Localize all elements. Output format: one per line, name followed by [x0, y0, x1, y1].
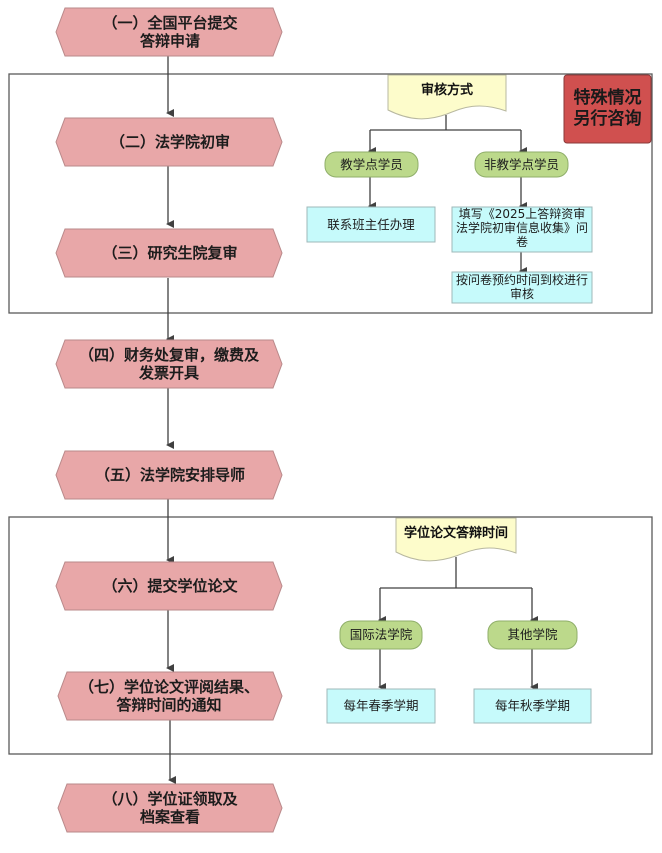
- action-left-label: 联系班主任办理: [327, 216, 415, 232]
- step3-label: （三）研究生院复审: [102, 243, 238, 262]
- defense-title: 学位论文答辩时间: [403, 526, 508, 542]
- defense-left-label: 国际法学院: [349, 627, 413, 643]
- action-right1-label: 填写《2025上答辩资审法学院初审信息收集》问卷: [455, 207, 588, 249]
- branch-left-shape: [324, 151, 419, 178]
- branch-right-label: 非教学点学员: [483, 156, 559, 172]
- special-note-shape: [563, 74, 652, 144]
- defense-left-result: 每年春季学期: [343, 698, 419, 714]
- step2-shape: [55, 117, 283, 167]
- step8-label: （八）学位证领取及 档案查看: [102, 789, 238, 826]
- defense-right-result: 每年秋季学期: [494, 698, 570, 714]
- defense-group-frame: [8, 516, 653, 755]
- step4-shape: [55, 339, 283, 389]
- step2-label: （二）法学院初审: [109, 132, 230, 151]
- step5-label: （五）法学院安排导师: [94, 465, 245, 484]
- step4-label: （四）财务处复审，缴费及 发票开具: [78, 345, 259, 382]
- review-doc-shape: [387, 74, 507, 120]
- action-left-shape: [306, 206, 436, 243]
- defense-doc-shape: [395, 517, 517, 562]
- step6-shape: [55, 561, 283, 611]
- action-right1-shape: [451, 206, 593, 253]
- step6-label: （六）提交学位论文: [102, 576, 238, 595]
- step7-label: （七）学位论文评阅结果、 答辩时间的通知: [78, 677, 259, 714]
- step7-shape: [57, 671, 283, 721]
- defense-right-shape: [487, 620, 578, 650]
- step5-shape: [55, 450, 283, 500]
- branch-left-label: 教学点学员: [340, 156, 403, 172]
- review-group-frame: [8, 73, 653, 314]
- defense-left-result-shape: [326, 688, 436, 724]
- defense-right-result-shape: [473, 688, 592, 724]
- action-right2-shape: [451, 271, 593, 304]
- special-note-label: 特殊情况 另行咨询: [573, 88, 642, 129]
- defense-right-label: 其他学院: [507, 627, 558, 643]
- review-title: 审核方式: [420, 83, 473, 99]
- step8-shape: [57, 783, 283, 833]
- branch-right-shape: [474, 151, 569, 178]
- step3-shape: [55, 228, 283, 278]
- action-right2-label: 按问卷预约时间到校进行审核: [455, 272, 588, 301]
- step1-label: （一）全国平台提交 答辩申请: [102, 13, 238, 50]
- defense-left-shape: [339, 620, 423, 650]
- step1-shape: [55, 7, 283, 57]
